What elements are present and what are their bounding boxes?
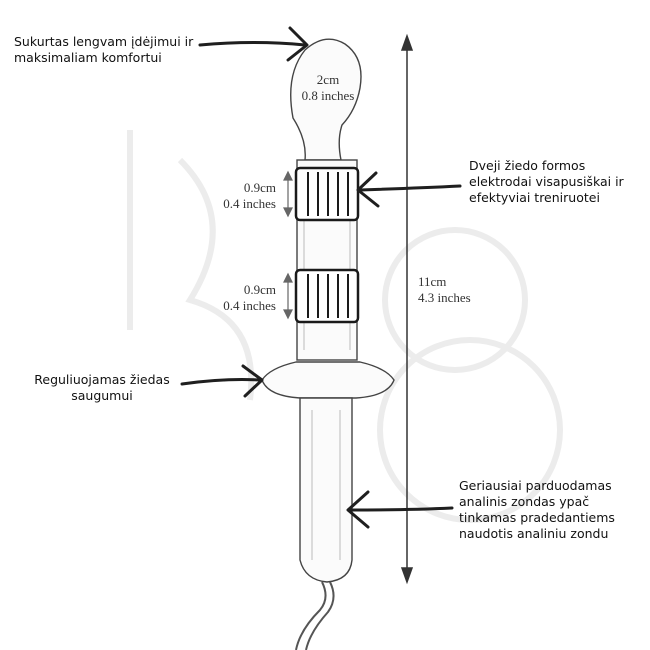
- ring2-dimension: 0.9cm 0.4 inches: [200, 282, 276, 314]
- arrow-tip: [198, 41, 307, 47]
- electrode-ring-2: [294, 268, 360, 324]
- probe-handle: [299, 397, 353, 583]
- ring2-dimension-cm: 0.9cm: [243, 282, 276, 297]
- length-dimension-cm: 11cm: [418, 274, 447, 289]
- length-dimension-arrow: [400, 33, 414, 585]
- callout-safety-ring-text: Reguliuojamas žiedas saugumui: [34, 372, 170, 403]
- tip-dimension: 2cm 0.8 inches: [294, 72, 362, 104]
- ring1-dimension: 0.9cm 0.4 inches: [200, 180, 276, 212]
- length-dimension-in: 4.3 inches: [418, 290, 471, 305]
- tip-dimension-in: 0.8 inches: [301, 88, 355, 103]
- callout-rings-text: Dveji žiedo formos elektrodai visapusišk…: [469, 158, 624, 205]
- callout-safety-ring-label: Reguliuojamas žiedas saugumui: [22, 372, 182, 404]
- safety-flange: [261, 361, 395, 399]
- ring1-dimension-cm: 0.9cm: [243, 180, 276, 195]
- arrow-rings: [358, 184, 462, 192]
- arrow-flange: [180, 378, 262, 386]
- tip-dimension-cm: 2cm: [316, 72, 340, 87]
- callout-handle-text: Geriausiai parduodamas analinis zondas y…: [459, 478, 615, 541]
- callout-tip-text: Sukurtas lengvam įdėjimui ir maksimaliam…: [14, 34, 194, 65]
- callout-rings-label: Dveji žiedo formos elektrodai visapusišk…: [469, 158, 639, 206]
- cable: [295, 581, 335, 650]
- callout-tip-label: Sukurtas lengvam įdėjimui ir maksimaliam…: [14, 34, 214, 66]
- length-dimension: 11cm 4.3 inches: [418, 274, 498, 306]
- arrow-handle: [348, 506, 454, 512]
- probe-outline: [261, 38, 395, 583]
- watermark: [127, 130, 563, 523]
- callout-handle-label: Geriausiai parduodamas analinis zondas y…: [459, 478, 634, 542]
- ring1-dimension-in: 0.4 inches: [223, 196, 276, 211]
- electrode-ring-1: [294, 166, 360, 222]
- ring-dimension-arrows: [283, 170, 293, 320]
- callout-arrows: [180, 26, 462, 529]
- ring2-dimension-in: 0.4 inches: [223, 298, 276, 313]
